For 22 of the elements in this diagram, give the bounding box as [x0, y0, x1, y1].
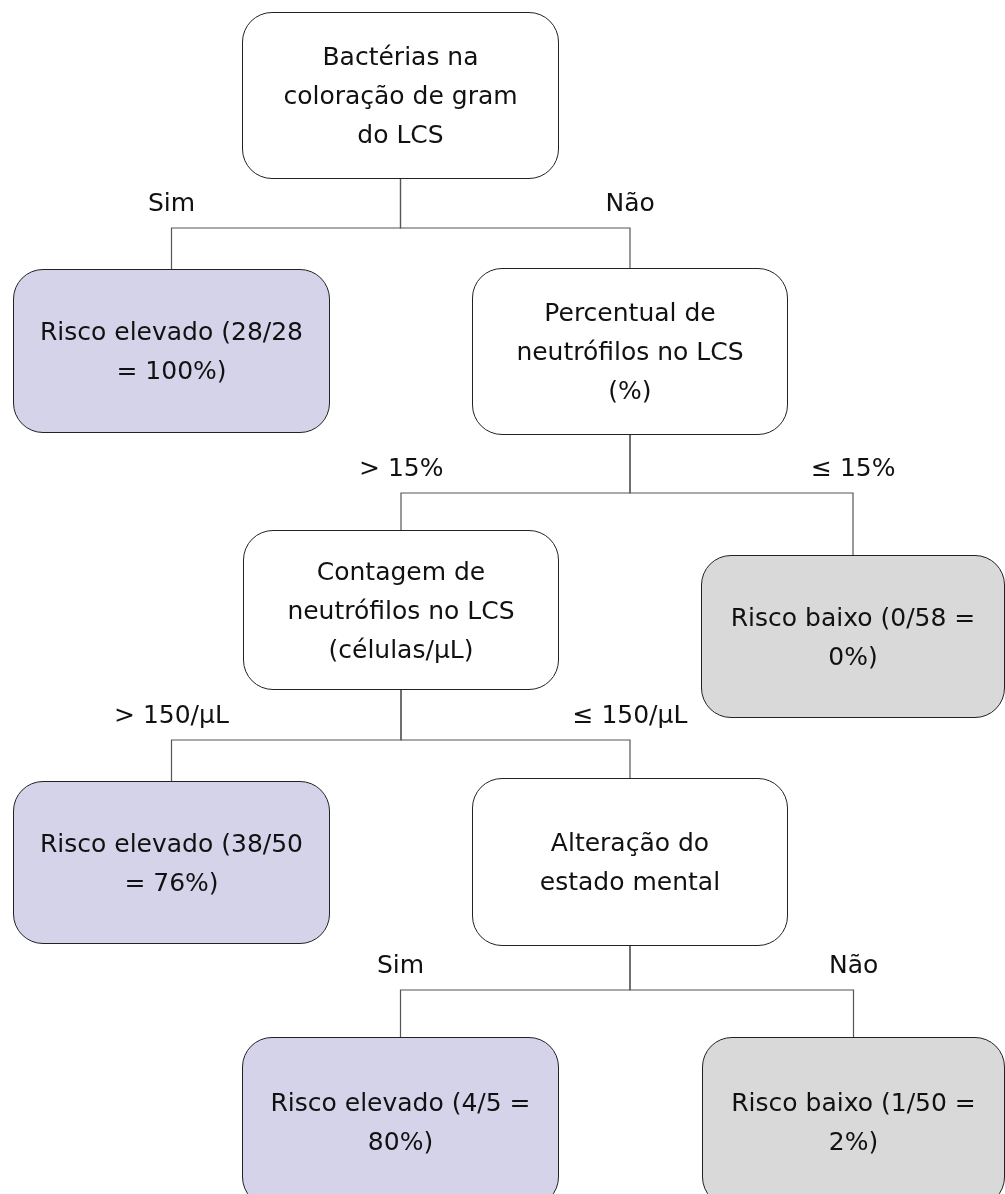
decision-box — [472, 778, 788, 946]
node-text: Contagem de neutrófilos no LCS (células/μL) — [286, 555, 516, 666]
decision-box — [243, 530, 559, 690]
decision-box — [472, 268, 788, 435]
node-text: Alteração do estado mental — [538, 827, 722, 898]
outcome-box — [13, 269, 330, 433]
connector-line — [629, 434, 854, 556]
node-text: Risco baixo (1/50 = 2%) — [730, 1087, 977, 1158]
node-text: Risco elevado (28/28 = 100%) — [38, 316, 305, 387]
outcome-box — [702, 1037, 1005, 1194]
outcome-box — [242, 1037, 559, 1194]
connector-line — [400, 689, 631, 779]
node-text: Percentual de neutrófilos no LCS (%) — [515, 297, 745, 407]
node-text: Risco baixo (0/58 = 0%) — [729, 601, 977, 673]
outcome-box — [701, 555, 1005, 718]
connector-line — [399, 178, 631, 269]
node-text: Risco elevado (4/5 = 80%) — [269, 1087, 532, 1158]
node-text: Risco elevado (38/50 = 76%) — [38, 827, 305, 899]
connector-line — [629, 945, 855, 1038]
decision-box — [242, 12, 559, 179]
outcome-box — [13, 781, 330, 944]
node-text: Bactérias na coloração de gram do LCS — [282, 41, 519, 151]
